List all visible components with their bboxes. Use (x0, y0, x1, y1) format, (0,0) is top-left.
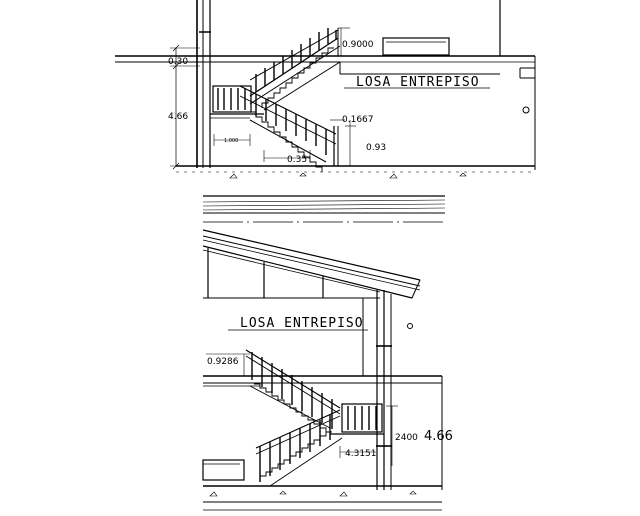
dim-rail-lower: 0.93 (366, 143, 386, 153)
dim-floor-height-bottom: 4.66 (424, 429, 453, 444)
label-losa-entrepiso-top: LOSA ENTREPISO (356, 75, 480, 90)
dim-rail-bottom: 2400 (395, 433, 418, 443)
dim-tread-depth: 0.35 (287, 155, 307, 165)
dim-landing-width: 1.000 (224, 138, 238, 144)
dim-riser-height: 0.1667 (342, 115, 374, 125)
dim-run-length: 4.3151 (345, 449, 377, 459)
dim-handrail-height: 0.9000 (342, 40, 374, 50)
dim-floor-height: 4.66 (168, 112, 188, 122)
dim-slab-thickness: 0.30 (168, 57, 188, 67)
top-elevation: 0.30 4.66 0.9000 0.1667 0.93 0.35 1.000 … (115, 0, 536, 179)
bottom-elevation: LOSA ENTREPISO 0.9286 2400 4.3151 4.66 (202, 195, 453, 511)
label-losa-entrepiso-bottom: LOSA ENTREPISO (240, 316, 364, 331)
dim-handrail-height-bottom: 0.9286 (207, 357, 239, 367)
